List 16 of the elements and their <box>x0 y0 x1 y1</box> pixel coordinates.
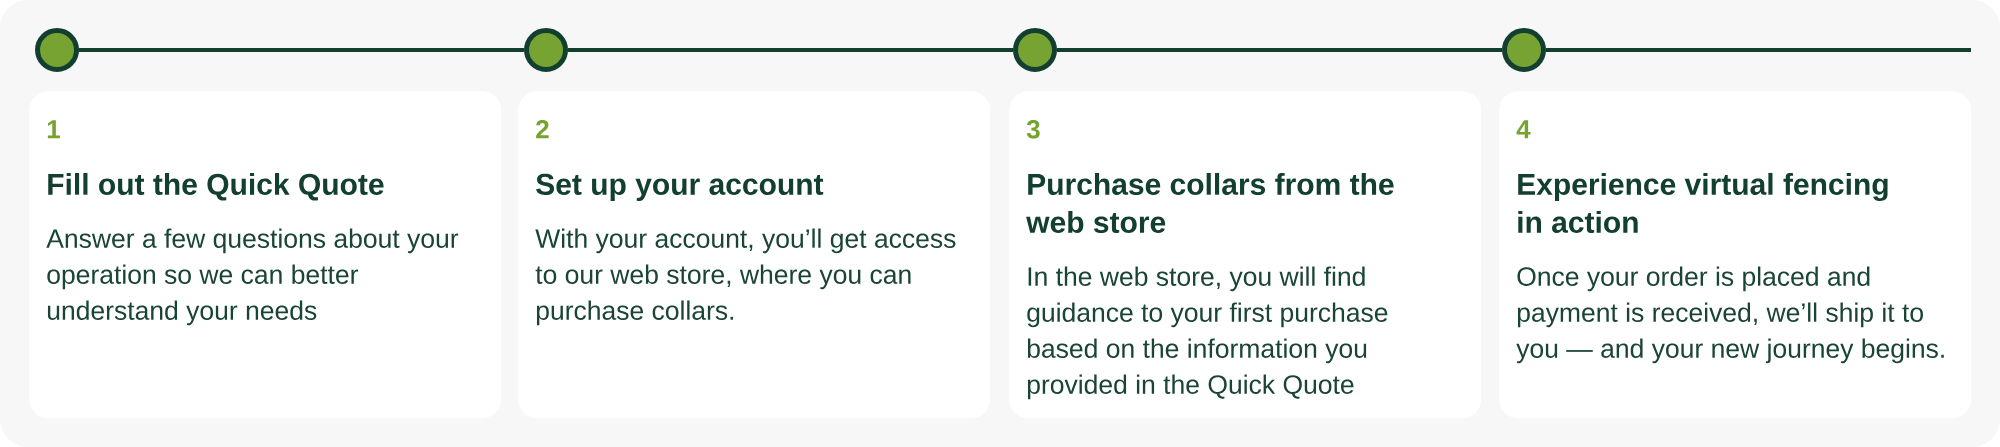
step-description: In the web store, you will find guidance to your first purchase based on the information you provided in the Quick Quote <box>1027 266 1388 400</box>
step-number: 3 <box>1026 120 1040 139</box>
step-description: With your account, you’ll get access to our web store, where you can purchase collars. <box>535 228 956 326</box>
step-description: Answer a few questions about your operation so we can better understand your needs <box>46 228 459 326</box>
step-number: 2 <box>536 120 549 139</box>
timeline-line <box>1546 48 1971 52</box>
step-title: Experience virtual fencing in action <box>1518 172 1888 233</box>
timeline-line <box>568 48 1013 52</box>
timeline-line <box>79 48 524 52</box>
step-title: Fill out the Quick Quote <box>48 172 384 201</box>
step-title: Purchase collars from the web store <box>1026 172 1394 233</box>
step-number: 4 <box>1516 120 1531 139</box>
step-description: Once your order is placed and payment is received, we’ll ship it to you — and your new journey begins. <box>1516 266 1944 364</box>
timeline-line <box>1057 48 1502 52</box>
step-number: 1 <box>47 120 60 139</box>
step-title: Set up your account <box>536 173 824 201</box>
